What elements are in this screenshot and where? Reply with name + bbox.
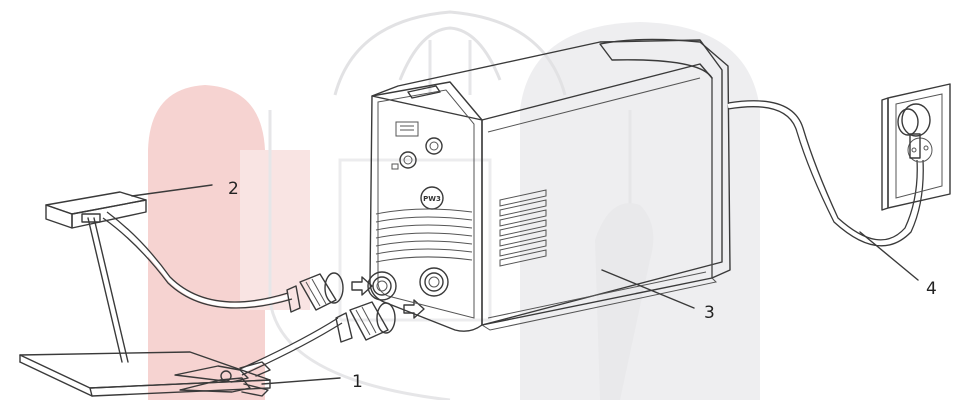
socket-negative — [367, 271, 397, 301]
leader-line-2 — [131, 184, 213, 197]
welding-machine: PW3 — [367, 38, 731, 332]
ground-cable — [239, 317, 343, 376]
callout-2: 2 — [228, 179, 239, 199]
control-knob-lower — [399, 151, 417, 169]
wall-socket — [881, 83, 951, 211]
leader-lines — [131, 184, 919, 385]
connector-upper — [286, 272, 344, 313]
holder-stand — [45, 191, 147, 363]
side-vents — [499, 189, 547, 267]
arrow-right-lower-icon — [403, 299, 425, 319]
leader-line-3 — [601, 269, 695, 309]
arrow-right-upper-icon — [351, 276, 373, 296]
electrode-cable — [102, 211, 293, 309]
callout-4: 4 — [926, 279, 937, 299]
watermark-helmet — [333, 10, 567, 96]
panel-badge-text: PW3 — [423, 195, 441, 203]
front-vents — [375, 208, 473, 263]
callout-1: 1 — [352, 372, 363, 392]
watermark — [148, 10, 760, 400]
electrode-holder — [45, 191, 147, 229]
control-knob-upper — [425, 137, 443, 155]
leader-line-1 — [261, 377, 341, 385]
connector-lower — [335, 301, 396, 343]
mains-plug — [897, 103, 931, 159]
watermark-red-cylinder — [148, 85, 265, 400]
socket-positive — [419, 267, 449, 297]
callout-3: 3 — [704, 303, 715, 323]
mains-cable — [727, 100, 924, 247]
leader-line-4 — [859, 231, 919, 281]
watermark-red-square — [240, 150, 310, 310]
ground-clamp — [174, 361, 271, 397]
